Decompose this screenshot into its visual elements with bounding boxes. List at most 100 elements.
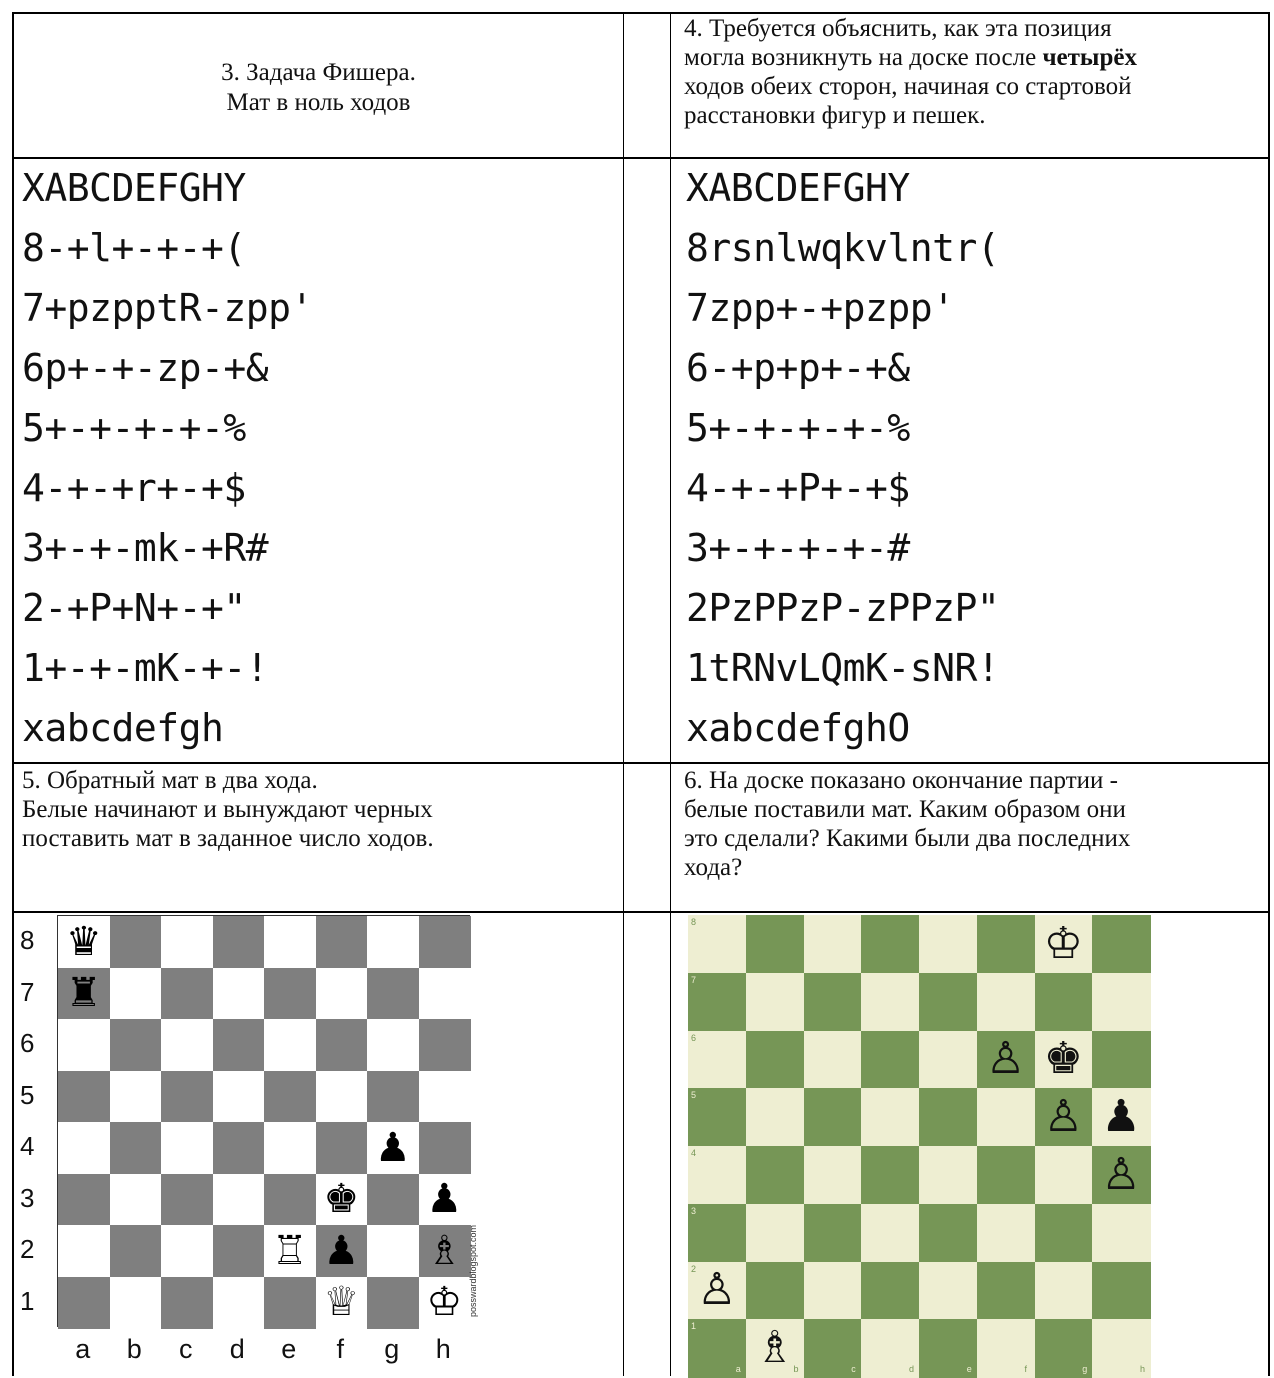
task6-square-b5 xyxy=(746,1088,804,1146)
task3-diagram-line: 8-+l+-+-+( xyxy=(22,224,246,272)
task6-square-e7 xyxy=(919,973,977,1031)
task5-chessboard: ♛♜♟♚♟♖♟♗♕♔ xyxy=(57,915,470,1327)
task4-diagram-line: 5+-+-+-+-% xyxy=(686,404,910,452)
task4-diagram-line: 2PzPPzP-zPPzP" xyxy=(686,584,999,632)
task5-square-e8 xyxy=(264,916,316,968)
task5-square-b1 xyxy=(110,1277,162,1329)
task5-square-d6 xyxy=(213,1019,265,1071)
white-queen-icon: ♕ xyxy=(316,1277,368,1329)
task5-square-h6 xyxy=(419,1019,471,1071)
task6-chessboard: 87654321abcdefgh♔♙♚♙♟♙♙♗ xyxy=(688,915,1150,1376)
task4-diagram-line: 6-+p+p+-+& xyxy=(686,344,910,392)
white-king-icon: ♔ xyxy=(1035,915,1093,973)
task6-square-h6 xyxy=(1092,1031,1150,1089)
task4-diagram-line: 1tRNvLQmK-sNR! xyxy=(686,644,999,692)
table-divider-row3 xyxy=(12,911,1270,913)
task5-square-d3 xyxy=(213,1174,265,1226)
table-divider-row1 xyxy=(12,157,1270,159)
task5-rank-label: 6 xyxy=(20,1028,34,1059)
task5-rank-label: 8 xyxy=(20,925,34,956)
task5-file-label: e xyxy=(263,1334,315,1365)
task6-square-e3 xyxy=(919,1204,977,1262)
task5-square-b5 xyxy=(110,1071,162,1123)
task3-diagram-line: 4-+-+r+-+$ xyxy=(22,464,246,512)
task6-square-c2 xyxy=(804,1262,862,1320)
task4-diagram-line: 4-+-+P+-+$ xyxy=(686,464,910,512)
task5-square-f8 xyxy=(316,916,368,968)
task6-square-a3 xyxy=(688,1204,746,1262)
task6-square-a6 xyxy=(688,1031,746,1089)
task5-square-d8 xyxy=(213,916,265,968)
task6-square-g4 xyxy=(1035,1146,1093,1204)
task4-diagram-line: xabcdefghO xyxy=(686,704,910,752)
task5-square-h5 xyxy=(419,1071,471,1123)
task5-rank-label: 1 xyxy=(20,1286,34,1317)
task6-file-label: g xyxy=(1082,1364,1087,1374)
task6-rank-label: 1 xyxy=(691,1321,696,1331)
task3-diagram-line: 1+-+-mK-+-! xyxy=(22,644,268,692)
task6-square-a8 xyxy=(688,915,746,973)
task5-watermark: posswardblogspot.com xyxy=(468,1213,478,1317)
task5-square-d1 xyxy=(213,1277,265,1329)
task6-square-c5 xyxy=(804,1088,862,1146)
white-rook-icon: ♖ xyxy=(264,1225,316,1277)
task6-square-e5 xyxy=(919,1088,977,1146)
task3-subtitle: Мат в ноль ходов xyxy=(14,88,623,117)
task5-square-c5 xyxy=(161,1071,213,1123)
task6-square-e2 xyxy=(919,1262,977,1320)
task6-square-c3 xyxy=(804,1204,862,1262)
task5-square-g1 xyxy=(367,1277,419,1329)
task6-square-c4 xyxy=(804,1146,862,1204)
task5-square-b6 xyxy=(110,1019,162,1071)
white-king-icon: ♔ xyxy=(419,1277,471,1329)
task6-square-b8 xyxy=(746,915,804,973)
task3-diagram-line: XABCDEFGHY xyxy=(22,164,246,212)
task3-diagram-line: xabcdefgh xyxy=(22,704,223,752)
task3-title: 3. Задача Фишера. xyxy=(14,58,623,87)
task6-square-b2 xyxy=(746,1262,804,1320)
task6-text-line1: 6. На доске показано окончание партии - xyxy=(684,766,1118,795)
task5-square-h7 xyxy=(419,968,471,1020)
task6-rank-label: 6 xyxy=(691,1033,696,1043)
task5-square-a6 xyxy=(58,1019,110,1071)
black-pawn-icon: ♟ xyxy=(316,1225,368,1277)
task6-square-f5 xyxy=(977,1088,1035,1146)
task5-file-label: b xyxy=(109,1334,161,1365)
task6-square-g2 xyxy=(1035,1262,1093,1320)
white-bishop-icon: ♗ xyxy=(419,1225,471,1277)
task6-square-d6 xyxy=(861,1031,919,1089)
task5-square-b4 xyxy=(110,1122,162,1174)
task6-square-a7 xyxy=(688,973,746,1031)
task4-text-line2-bold: четырёх xyxy=(1042,44,1137,71)
task5-square-c2 xyxy=(161,1225,213,1277)
task5-square-a4 xyxy=(58,1122,110,1174)
black-king-icon: ♚ xyxy=(316,1174,368,1226)
task5-square-a2 xyxy=(58,1225,110,1277)
task6-square-f2 xyxy=(977,1262,1035,1320)
task6-square-c6 xyxy=(804,1031,862,1089)
task5-file-label: a xyxy=(57,1334,109,1365)
task4-text-line3: ходов обеих сторон, начиная со стартовой xyxy=(684,72,1132,101)
task6-file-label: h xyxy=(1140,1364,1145,1374)
task6-square-b4 xyxy=(746,1146,804,1204)
task5-square-e1 xyxy=(264,1277,316,1329)
task5-rank-label: 7 xyxy=(20,977,34,1008)
task6-square-h7 xyxy=(1092,973,1150,1031)
task5-square-b3 xyxy=(110,1174,162,1226)
task3-diagram-line: 7+pzpptR-zpp' xyxy=(22,284,313,332)
task5-square-f6 xyxy=(316,1019,368,1071)
task6-square-a4 xyxy=(688,1146,746,1204)
table-divider-col2 xyxy=(670,12,671,1376)
task5-square-d4 xyxy=(213,1122,265,1174)
task6-square-h3 xyxy=(1092,1204,1150,1262)
task5-file-label: d xyxy=(212,1334,264,1365)
task5-rank-label: 2 xyxy=(20,1234,34,1265)
task5-square-b8 xyxy=(110,916,162,968)
task6-square-e6 xyxy=(919,1031,977,1089)
task5-square-e5 xyxy=(264,1071,316,1123)
task5-square-b7 xyxy=(110,968,162,1020)
task5-square-h4 xyxy=(419,1122,471,1174)
task6-square-b7 xyxy=(746,973,804,1031)
task6-rank-label: 4 xyxy=(691,1148,696,1158)
task5-square-a5 xyxy=(58,1071,110,1123)
